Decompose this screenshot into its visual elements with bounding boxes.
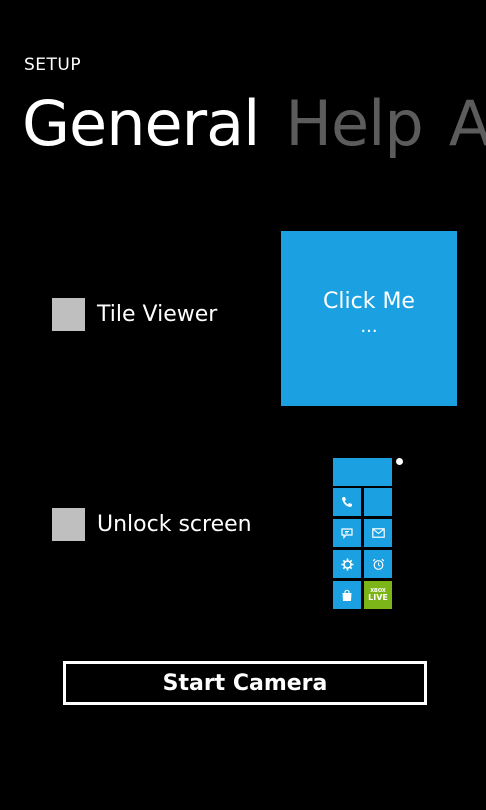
app-title: SETUP <box>24 55 82 75</box>
pivot-tab-about[interactable]: About <box>448 87 486 160</box>
unlock-screen-label: Unlock screen <box>97 512 252 537</box>
alarm-clock-icon <box>364 550 392 578</box>
tile-viewer-label: Tile Viewer <box>97 302 218 327</box>
tile-viewer-checkbox[interactable] <box>52 298 85 331</box>
blank-tile <box>364 488 392 516</box>
mail-icon <box>364 519 392 547</box>
pivot-tab-help[interactable]: Help <box>285 87 423 160</box>
phone-icon <box>333 488 361 516</box>
settings-gear-icon <box>333 550 361 578</box>
pivot-tab-general[interactable]: General <box>22 87 260 160</box>
unlock-screen-checkbox[interactable] <box>52 508 85 541</box>
store-bag-icon <box>333 581 361 609</box>
preview-wide-tile <box>333 458 392 486</box>
tile-viewer-option[interactable]: Tile Viewer <box>52 298 217 331</box>
click-me-tile[interactable]: Click Me ... <box>281 231 457 406</box>
click-me-title: Click Me <box>323 289 415 314</box>
preview-indicator-icon <box>396 458 403 465</box>
pivot-header-bar: General Help About <box>22 84 486 164</box>
click-me-ellipsis: ... <box>360 316 378 337</box>
unlock-screen-option[interactable]: Unlock screen <box>52 508 252 541</box>
messaging-icon <box>333 519 361 547</box>
start-camera-button[interactable]: Start Camera <box>63 661 427 705</box>
